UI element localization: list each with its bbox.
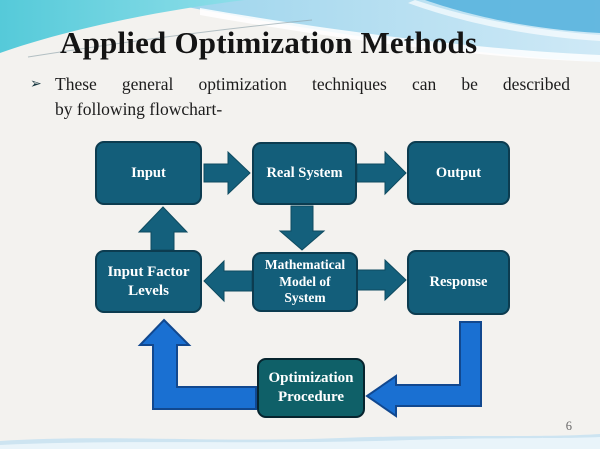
arrow-real-system-to-output	[356, 150, 407, 196]
arrow-input-to-real-system	[203, 150, 251, 196]
slide-title: Applied Optimization Methods	[60, 25, 478, 60]
node-label: Mathematical Model of System	[264, 256, 346, 306]
flowchart-node-input-factor-levels: Input Factor Levels	[95, 250, 202, 313]
flowchart-node-output: Output	[407, 141, 510, 205]
footer-wave-graphic	[0, 434, 600, 449]
arrow-response-to-optimization-procedure	[365, 321, 482, 418]
footer-wave-highlight	[0, 437, 600, 449]
bullet-arrow-icon: ➢	[30, 76, 42, 92]
arrow-math-model-to-response	[356, 258, 407, 302]
footer-wave-band	[0, 434, 600, 449]
bullet-row: ➢ These general optimization techniques …	[30, 72, 570, 122]
arrow-optimization-procedure-to-input-factor-levels	[137, 318, 257, 410]
flowchart-node-input: Input	[95, 141, 202, 205]
bullet-text: These general optimization techniques ca…	[55, 72, 570, 122]
node-label: Optimization Procedure	[268, 370, 354, 405]
flowchart-node-real-system: Real System	[252, 142, 357, 205]
node-label: Input	[131, 164, 166, 181]
node-label: Input Factor Levels	[107, 263, 190, 299]
flowchart-node-response: Response	[407, 250, 510, 315]
bullet-text-line1: These general optimization techniques ca…	[55, 74, 570, 94]
flowchart-node-optimization-procedure: Optimization Procedure	[257, 358, 365, 418]
arrow-real-system-to-math-model	[278, 205, 326, 251]
bullet-text-line2: by following flowchart-	[55, 98, 223, 119]
node-label: Response	[429, 274, 488, 291]
node-label: Output	[435, 164, 482, 181]
arrow-input-factor-levels-to-input	[137, 206, 189, 251]
flowchart-node-mathematical-model: Mathematical Model of System	[252, 252, 358, 312]
page-number: 6	[565, 419, 572, 433]
node-label: Real System	[266, 165, 343, 182]
arrow-math-model-to-input-factor-levels	[203, 259, 253, 303]
